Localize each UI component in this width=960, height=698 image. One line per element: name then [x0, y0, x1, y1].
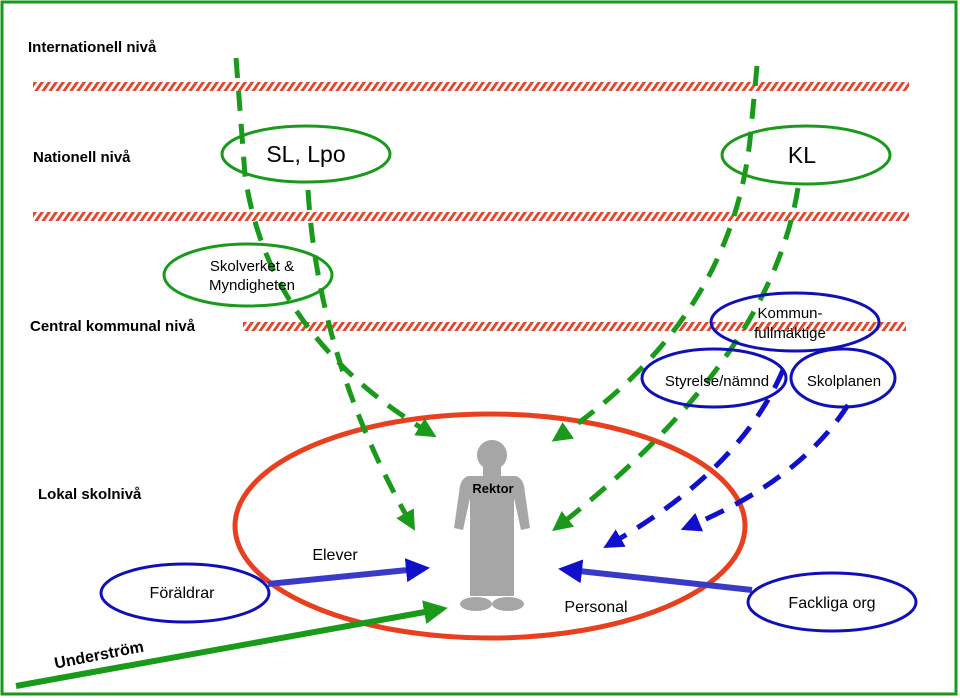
boundary-band-national [33, 212, 909, 221]
school-ellipse [232, 411, 748, 641]
boundary-band-international [33, 82, 909, 91]
green-dashed-arrow-sl-2 [305, 189, 415, 531]
node-skolverket-label-1: Skolverket & [210, 258, 294, 275]
rektor-figure-icon [454, 440, 530, 611]
node-styrelse-label: Styrelse/nämnd [665, 373, 769, 390]
node-fackliga [746, 571, 918, 633]
node-sl-lpo-label: SL, Lpo [266, 141, 345, 167]
node-kl-label: KL [788, 142, 816, 168]
node-kommunfullmaktige [709, 291, 881, 353]
label-rektor: Rektor [472, 481, 513, 496]
blue-dashed-arrow-styrelse [603, 369, 786, 548]
blue-dashed-arrow-skolplanen [680, 403, 851, 532]
level-label-central: Central kommunal nivå [30, 318, 196, 335]
node-skolverket [162, 242, 334, 308]
node-foraldrar [99, 562, 271, 624]
label-elever: Elever [312, 547, 358, 564]
arrow-fackliga-to-school [558, 559, 753, 593]
label-personal: Personal [564, 599, 627, 616]
node-sl-lpo [220, 124, 392, 184]
node-skolplanen-label: Skolplanen [807, 373, 881, 390]
green-dashed-arrow-sl-1 [233, 57, 437, 438]
level-label-international: Internationell nivå [28, 39, 157, 56]
node-kommunfullmaktige-label-1: Kommun- [757, 305, 822, 322]
node-skolverket-label-2: Myndigheten [209, 277, 295, 294]
level-label-national: Nationell nivå [33, 149, 131, 166]
arrow-foraldrar-to-school [267, 558, 430, 587]
boundary-band-central [243, 322, 906, 331]
green-dashed-arrow-kl-2 [552, 187, 801, 532]
node-kommunfullmaktige-label-2: fullmäktige [754, 325, 826, 342]
node-fackliga-label: Fackliga org [788, 595, 875, 612]
node-skolplanen [789, 347, 897, 409]
level-label-local: Lokal skolnivå [38, 486, 142, 503]
node-styrelse [640, 347, 788, 409]
underström-arrow [15, 600, 448, 689]
node-foraldrar-label: Föräldrar [150, 585, 216, 602]
node-kl [720, 124, 892, 186]
green-dashed-arrow-kl-1 [551, 65, 760, 442]
